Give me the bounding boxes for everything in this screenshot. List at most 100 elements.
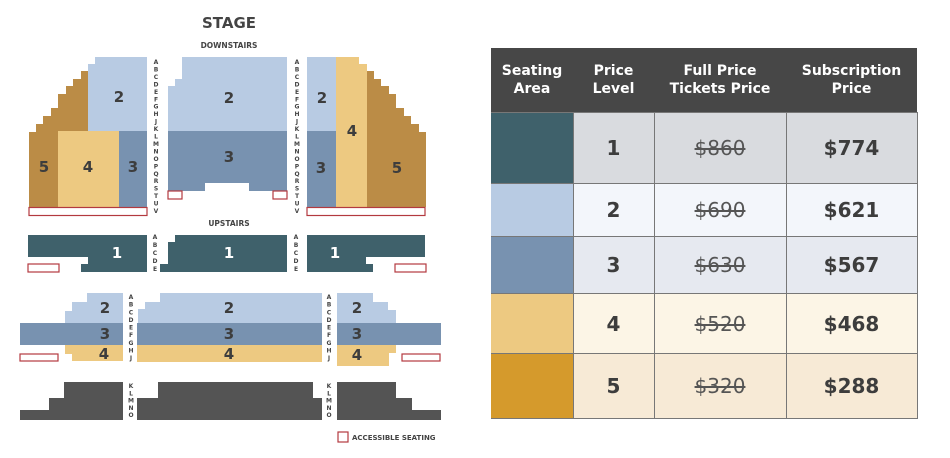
row-letter: B (295, 66, 300, 73)
row-letter: D (129, 317, 134, 324)
section-3-upstairs-left[interactable] (20, 323, 123, 345)
price-table-header: Seating Area Price Level Full Price Tick… (491, 48, 917, 113)
section-4-upstairs-right[interactable] (337, 345, 396, 366)
price-level: 5 (572, 353, 655, 419)
row-letter: H (294, 111, 299, 118)
row-letter: B (153, 242, 158, 249)
accessible-seating-upstairs-left[interactable] (19, 353, 59, 362)
section-2-upstairs-left[interactable] (65, 293, 123, 323)
price-level: 1 (572, 112, 655, 184)
price-level: 3 (572, 236, 655, 294)
row-letter: O (128, 412, 133, 419)
header-full-price: Full Price Tickets Price (654, 48, 786, 113)
price-table-row: 3$630$567 (491, 236, 918, 294)
header-seating-area: Seating Area (491, 48, 573, 113)
row-letter: D (295, 81, 300, 88)
upstairs-label: UPSTAIRS (208, 219, 249, 228)
row-letter: R (295, 178, 300, 185)
accessible-seating-upstairs-front-right[interactable] (394, 263, 427, 273)
accessible-seating-downstairs-center-right[interactable] (272, 190, 288, 200)
row-letter: F (129, 332, 133, 339)
row-letter: B (294, 242, 299, 249)
accessible-seating-downstairs-left[interactable] (28, 206, 148, 217)
header-price-level: Price Level (573, 48, 654, 113)
section-4-downstairs-right[interactable] (336, 57, 367, 207)
seating-area-swatch (491, 293, 574, 354)
section-3-downstairs-right[interactable] (307, 131, 336, 207)
downstairs-label: DOWNSTAIRS (201, 41, 258, 50)
row-letter: T (154, 193, 159, 200)
section-label: 1 (112, 244, 122, 262)
row-letter: S (154, 186, 158, 193)
section-3-upstairs-center[interactable] (137, 323, 322, 345)
section-1-upstairs-right[interactable] (307, 235, 425, 272)
row-letter: C (154, 74, 159, 81)
row-letter: K (327, 383, 332, 390)
price-level: 4 (572, 293, 655, 354)
section-4-downstairs-left[interactable] (58, 131, 119, 207)
price-table-row: 5$320$288 (491, 353, 918, 419)
section-3-downstairs-center[interactable] (168, 131, 287, 191)
accessible-seating-upstairs-right[interactable] (401, 353, 441, 362)
full-price: $860 (653, 112, 787, 184)
row-letter: A (153, 234, 158, 241)
row-letter: F (154, 96, 158, 103)
row-letter: G (327, 340, 332, 347)
row-letter: Q (294, 171, 299, 178)
section-2-downstairs-right[interactable] (307, 57, 336, 131)
row-letter: C (153, 250, 158, 257)
section-label: 1 (330, 244, 340, 262)
section-label: 2 (352, 299, 362, 317)
row-letter: V (154, 208, 159, 215)
section-2-upstairs-right[interactable] (337, 293, 396, 323)
accessible-seating-upstairs-front-left[interactable] (27, 263, 60, 273)
unpriced-section-upstairs-back-left (20, 382, 123, 420)
section-1-upstairs-left[interactable] (28, 235, 147, 272)
row-letter: M (294, 141, 300, 148)
section-label: 2 (317, 89, 327, 107)
section-label: 3 (316, 159, 326, 177)
section-3-upstairs-right[interactable] (337, 323, 441, 345)
row-letter: A (129, 294, 134, 301)
section-label: 4 (347, 122, 357, 140)
section-label: 2 (224, 299, 234, 317)
section-2-downstairs-center[interactable] (168, 57, 287, 131)
full-price: $630 (653, 236, 787, 294)
full-price: $520 (653, 293, 787, 354)
section-2-downstairs-left[interactable] (88, 57, 147, 131)
row-letter: N (326, 405, 331, 412)
full-price: $690 (653, 183, 787, 237)
section-label: 2 (224, 89, 234, 107)
row-letter: E (154, 89, 158, 96)
row-letter: K (154, 126, 159, 133)
section-1-upstairs-center[interactable] (160, 235, 287, 272)
row-letter: V (295, 208, 300, 215)
row-letter: L (129, 390, 133, 397)
row-letter: S (295, 186, 299, 193)
accessible-seating-legend-label: ACCESSIBLE SEATING (352, 434, 436, 442)
section-3-downstairs-left[interactable] (119, 131, 147, 207)
section-4-upstairs-left[interactable] (65, 345, 123, 361)
accessible-seating-legend-swatch (337, 431, 349, 443)
row-letter: J (327, 355, 330, 362)
row-letter: P (295, 163, 300, 170)
seating-area-swatch (491, 236, 574, 294)
row-letter: E (327, 325, 331, 332)
row-letter: G (154, 104, 159, 111)
section-label: 3 (128, 158, 138, 176)
row-letter: B (327, 302, 332, 309)
section-5-downstairs-right[interactable] (367, 71, 426, 207)
unpriced-section-upstairs-back-right (337, 382, 441, 420)
section-4-upstairs-center[interactable] (137, 345, 322, 362)
seating-area-swatch (491, 353, 574, 419)
row-letter: G (295, 104, 300, 111)
accessible-seating-downstairs-center-left[interactable] (167, 190, 183, 200)
seating-area-swatch (491, 112, 574, 184)
section-2-upstairs-center[interactable] (138, 293, 322, 323)
accessible-seating-downstairs-right[interactable] (306, 206, 426, 217)
subscription-price: $468 (785, 293, 918, 354)
subscription-price: $774 (785, 112, 918, 184)
full-price: $320 (653, 353, 787, 419)
row-letter: J (129, 355, 132, 362)
row-letter: B (154, 66, 159, 73)
